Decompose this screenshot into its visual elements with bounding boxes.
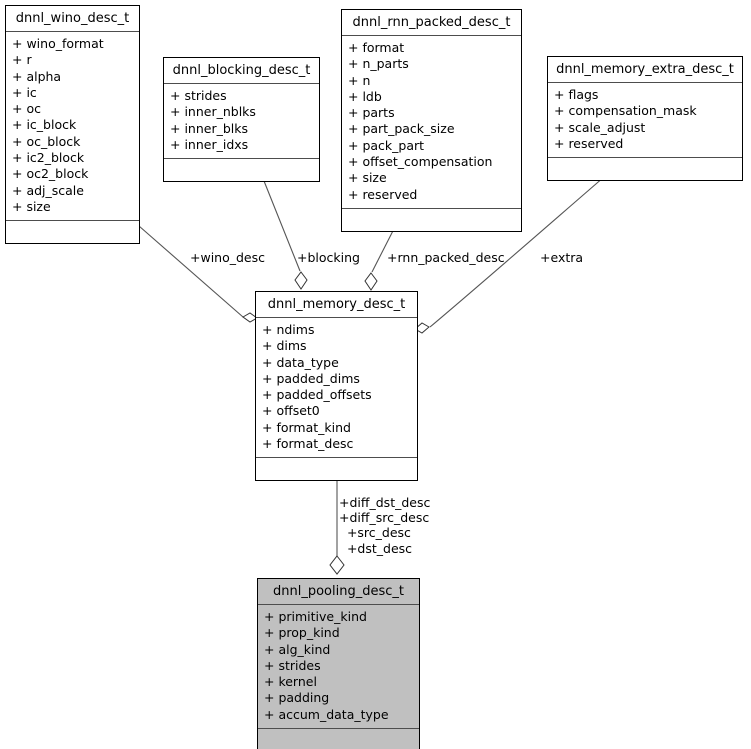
class-attribute: + padded_dims: [262, 370, 360, 386]
edge-label-rnn-packed-desc: +rnn_packed_desc: [387, 250, 505, 265]
class-attribute: + prop_kind: [264, 625, 340, 641]
class-title: dnnl_memory_desc_t: [256, 292, 417, 318]
edge-blocking-line: [261, 175, 308, 290]
class-attribute: + size: [12, 198, 51, 214]
class-attribute: + offset_compensation: [348, 154, 493, 170]
class-attribute: + ic2_block: [12, 150, 85, 166]
class-attributes: + primitive_kind + prop_kind + alg_kind …: [258, 605, 419, 730]
class-attribute: + primitive_kind: [264, 609, 367, 624]
class-attribute: + accum_data_type: [264, 706, 389, 722]
class-attribute: + alg_kind: [264, 641, 331, 657]
class-attribute: + reserved: [348, 186, 418, 202]
class-attribute: + oc2_block: [12, 166, 89, 182]
class-box-dnnl-wino-desc-t[interactable]: dnnl_wino_desc_t + wino_format + r + alp…: [5, 5, 140, 245]
class-title: dnnl_rnn_packed_desc_t: [342, 10, 521, 36]
class-attribute: + pack_part: [348, 137, 425, 153]
class-methods: [258, 729, 419, 749]
class-title: dnnl_memory_extra_desc_t: [548, 57, 742, 83]
class-box-dnnl-memory-extra-desc-t[interactable]: dnnl_memory_extra_desc_t + flags + compe…: [547, 56, 743, 182]
class-attribute: + scale_adjust: [554, 119, 646, 135]
class-attribute: + inner_idxs: [170, 136, 249, 152]
class-attributes: + ndims + dims + data_type + padded_dims…: [256, 318, 417, 459]
class-attribute: + compensation_mask: [554, 103, 697, 119]
edge-wino-desc-line: [138, 225, 258, 323]
class-attribute: + inner_nblks: [170, 104, 256, 120]
class-attribute: + ic: [12, 84, 37, 100]
class-attribute: + n: [348, 72, 371, 88]
class-attribute: + kernel: [264, 674, 317, 690]
class-attributes: + wino_format + r + alpha + ic + oc + ic…: [6, 32, 139, 222]
class-attribute: + strides: [264, 657, 321, 673]
class-attribute: + adj_scale: [12, 182, 84, 198]
class-attribute: + wino_format: [12, 36, 104, 51]
class-attribute: + padding: [264, 690, 330, 706]
edge-label-wino-desc: +wino_desc: [190, 250, 265, 265]
class-title: dnnl_wino_desc_t: [6, 6, 139, 32]
class-attributes: + format + n_parts + n + ldb + parts + p…: [342, 36, 521, 209]
class-box-dnnl-pooling-desc-t[interactable]: dnnl_pooling_desc_t + primitive_kind + p…: [257, 578, 420, 749]
class-attribute: + oc: [12, 101, 41, 117]
class-box-dnnl-blocking-desc-t[interactable]: dnnl_blocking_desc_t + strides + inner_n…: [163, 57, 320, 183]
class-attribute: + padded_offsets: [262, 387, 372, 403]
class-attribute: + format: [348, 40, 405, 55]
class-methods: [342, 209, 521, 231]
class-attribute: + parts: [348, 105, 395, 121]
class-attribute: + alpha: [12, 68, 62, 84]
class-attribute: + offset0: [262, 403, 320, 419]
class-attribute: + dims: [262, 338, 307, 354]
class-methods: [548, 158, 742, 180]
class-box-dnnl-memory-desc-t[interactable]: dnnl_memory_desc_t + ndims + dims + data…: [255, 291, 418, 482]
class-attribute: + format_kind: [262, 419, 351, 435]
class-attribute: + n_parts: [348, 56, 409, 72]
edge-label-extra: +extra: [540, 250, 584, 265]
class-methods: [164, 159, 319, 181]
class-attribute: + flags: [554, 87, 599, 102]
class-attribute: + strides: [170, 88, 227, 103]
class-attribute: + inner_blks: [170, 120, 249, 136]
class-attribute: + reserved: [554, 135, 624, 151]
class-attribute: + ndims: [262, 322, 315, 337]
class-attribute: + ldb: [348, 88, 382, 104]
class-title: dnnl_blocking_desc_t: [164, 58, 319, 84]
class-methods: [256, 458, 417, 480]
class-box-dnnl-rnn-packed-desc-t[interactable]: dnnl_rnn_packed_desc_t + format + n_part…: [341, 9, 522, 232]
class-attribute: + r: [12, 52, 32, 68]
class-attribute: + oc_block: [12, 133, 81, 149]
class-attribute: + ic_block: [12, 117, 77, 133]
class-attributes: + flags + compensation_mask + scale_adju…: [548, 83, 742, 159]
class-methods: [6, 221, 139, 243]
class-title: dnnl_pooling_desc_t: [258, 579, 419, 605]
class-attributes: + strides + inner_nblks + inner_blks + i…: [164, 84, 319, 160]
class-attribute: + format_desc: [262, 436, 354, 452]
class-attribute: + data_type: [262, 354, 339, 370]
class-attribute: + size: [348, 170, 387, 186]
edge-label-blocking: +blocking: [297, 250, 360, 265]
edge-label-memory-pooling: +diff_dst_desc +diff_src_desc +src_desc …: [339, 495, 431, 556]
class-attribute: + part_pack_size: [348, 121, 455, 137]
